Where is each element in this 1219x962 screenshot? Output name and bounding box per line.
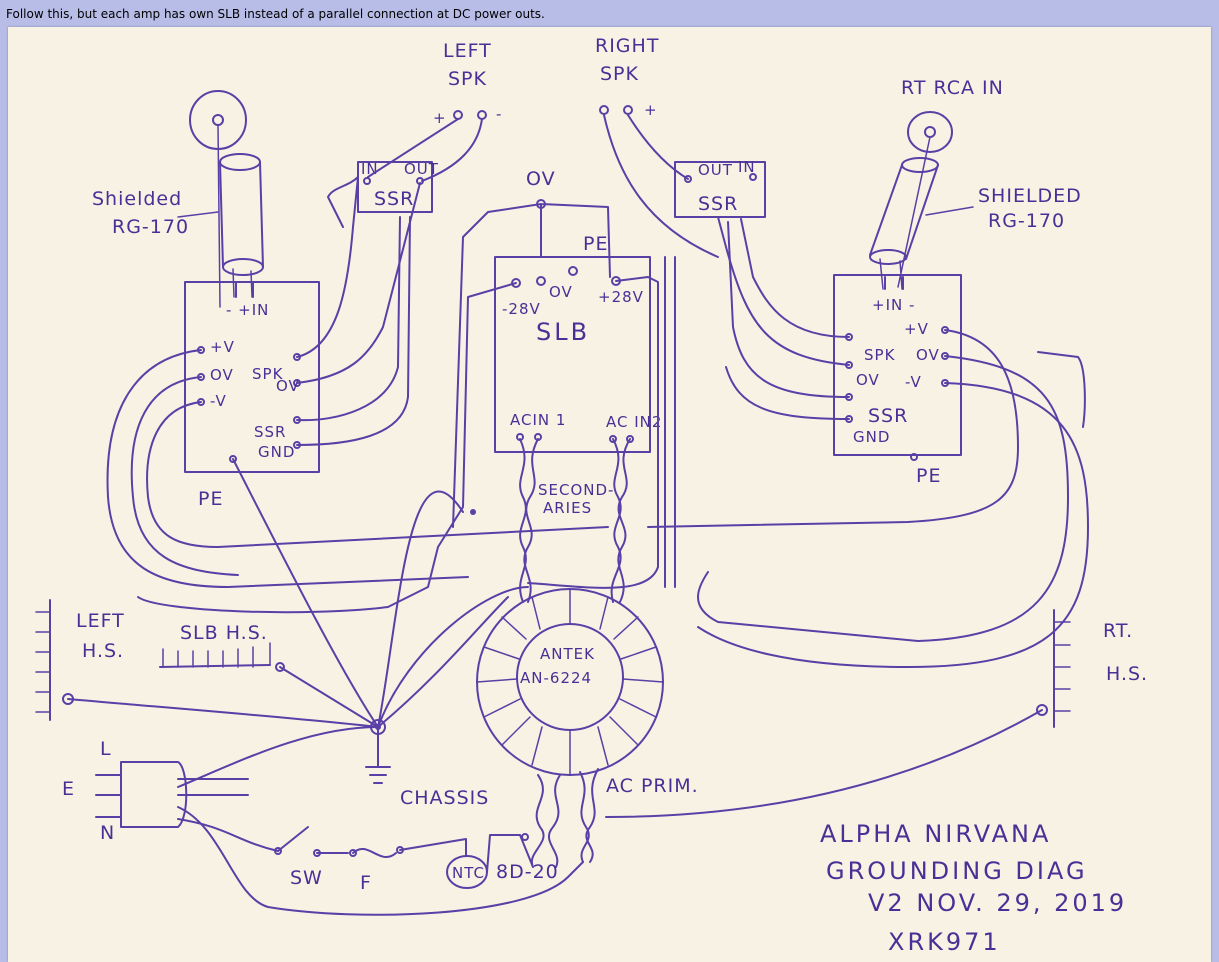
switch-fuse-ntc xyxy=(274,826,534,889)
left-spk-minus xyxy=(477,110,487,120)
right-ssr-label: SSR xyxy=(698,193,738,215)
left-rca-cable xyxy=(189,90,264,308)
svg-text:-: - xyxy=(496,105,502,123)
pe-top-label: PE xyxy=(583,233,608,255)
title-line4: XRK971 xyxy=(888,928,1001,956)
sw-label: SW xyxy=(290,867,323,889)
wiring xyxy=(106,114,1089,668)
mains-plug xyxy=(95,726,584,916)
right-ssr xyxy=(674,161,766,218)
right-spk-line1: RIGHT xyxy=(595,35,659,57)
title-line3: V2 NOV. 29, 2019 xyxy=(868,889,1127,917)
left-amp-ssr: SSR xyxy=(254,423,286,441)
svg-text:+: + xyxy=(433,109,447,127)
right-ssr-out: OUT xyxy=(698,161,733,179)
secondaries-line2: ARIES xyxy=(543,499,592,517)
slb-acin2: AC IN2 xyxy=(606,413,662,431)
right-amp-gnd: GND xyxy=(853,428,890,446)
fuse-label: F xyxy=(360,872,372,894)
left-hs-line2: H.S. xyxy=(82,640,124,662)
shielded-right-line1: SHIELDED xyxy=(978,185,1082,207)
chassis-label: CHASSIS xyxy=(400,787,489,809)
right-spk-minus xyxy=(599,105,609,115)
right-rca-cable xyxy=(869,111,953,290)
left-amp-in: - +IN xyxy=(226,301,269,319)
slb-plus28: +28V xyxy=(598,288,644,306)
rt-hs-line2: H.S. xyxy=(1106,663,1148,685)
forum-caption: Follow this, but each amp has own SLB in… xyxy=(6,7,545,21)
arrow-left-cable xyxy=(177,211,219,218)
ac-prim-label: AC PRIM. xyxy=(606,775,699,797)
plug-l-label: L xyxy=(100,738,112,760)
right-amp-pv: +V xyxy=(904,320,929,338)
svg-text:+: + xyxy=(644,101,658,119)
right-amp-pe: PE xyxy=(916,465,941,487)
left-amp-pe: PE xyxy=(198,488,223,510)
slb-ov: OV xyxy=(549,283,573,301)
right-amp-ov: OV xyxy=(916,346,940,364)
left-spk-line1: LEFT xyxy=(443,40,492,62)
left-amp-ov: OV xyxy=(210,366,234,384)
left-hs-line1: LEFT xyxy=(76,610,125,632)
shielded-right-line2: RG-170 xyxy=(988,210,1065,232)
left-ssr-label: SSR xyxy=(374,188,414,210)
toroid-transformer xyxy=(476,588,664,776)
plug-e-label: E xyxy=(62,778,75,800)
slb-acin1: ACIN 1 xyxy=(510,411,566,429)
secondaries-line1: SECOND- xyxy=(538,481,614,499)
star-ground xyxy=(67,458,1043,818)
right-spk-plus xyxy=(623,105,633,115)
antek-line1: ANTEK xyxy=(540,645,595,663)
grounding-diagram: Shielded RG-170 - +IN +V OV -V SPK OV SS… xyxy=(35,35,1148,956)
left-amp-spk-ov: OV xyxy=(276,377,300,395)
slb-title: SLB xyxy=(536,318,590,346)
right-amp-spk: SPK xyxy=(864,346,896,364)
right-heatsink xyxy=(1036,609,1071,728)
sketch-paper: Shielded RG-170 - +IN +V OV -V SPK OV SS… xyxy=(8,27,1211,962)
slb-board xyxy=(494,256,651,453)
secondary-pair-2 xyxy=(610,438,631,603)
shielded-left-line1: Shielded xyxy=(92,188,182,210)
rt-hs-line1: RT. xyxy=(1103,620,1133,642)
shielded-left-line2: RG-170 xyxy=(112,216,189,238)
ntc-label: NTC xyxy=(452,864,485,882)
ntc-part-label: 8D-20 xyxy=(496,861,559,883)
left-amp-spk: SPK xyxy=(252,365,284,383)
rt-rca-in-label: RT RCA IN xyxy=(901,77,1004,99)
left-amp-pv: +V xyxy=(210,338,235,356)
left-ssr-out: OUT xyxy=(404,160,439,178)
slb-minus28: -28V xyxy=(502,300,541,318)
left-spk-plus xyxy=(453,110,463,120)
plug-n-label: N xyxy=(100,822,115,844)
primary-pairs xyxy=(530,768,599,868)
right-spk-line2: SPK xyxy=(600,63,639,85)
slb-heatsink xyxy=(159,642,285,672)
arrow-right-cable xyxy=(925,206,974,216)
secondary-pair-1 xyxy=(519,438,539,603)
antek-line2: AN-6224 xyxy=(520,669,592,687)
right-amp-spk-ov: OV xyxy=(856,371,880,389)
right-amp-mv: -V xyxy=(905,373,922,391)
left-amp-mv: -V xyxy=(210,392,227,410)
right-ssr-in: IN xyxy=(738,158,756,176)
right-amp-in: +IN - xyxy=(872,296,915,314)
left-amp-gnd: GND xyxy=(258,443,295,461)
right-amp-module xyxy=(833,274,962,456)
right-amp-ssr: SSR xyxy=(868,405,908,427)
ov-top-label: OV xyxy=(526,168,556,190)
left-heatsink xyxy=(35,599,74,721)
slb-hs-label: SLB H.S. xyxy=(180,622,268,644)
left-spk-line2: SPK xyxy=(448,68,487,90)
title-line1: ALPHA NIRVANA xyxy=(820,820,1051,848)
title-line2: GROUNDING DIAG xyxy=(826,857,1088,885)
